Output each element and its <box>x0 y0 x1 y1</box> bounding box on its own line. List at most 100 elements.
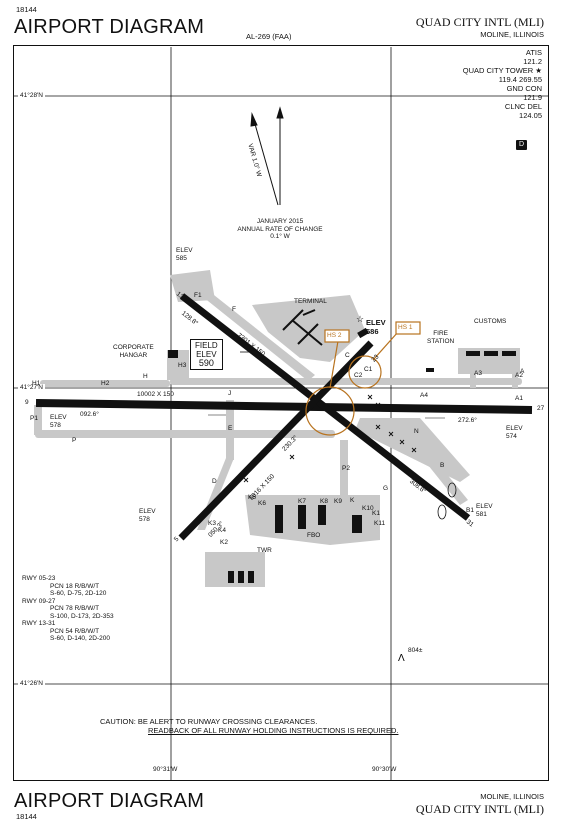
hot-spot-1-circle <box>348 355 382 389</box>
page-title-bottom: AIRPORT DIAGRAM <box>14 790 205 812</box>
diagram-frame <box>13 45 549 781</box>
taxiway-label-d: D <box>212 478 217 485</box>
runway-9-heading: 092.6° <box>80 411 99 418</box>
field-elevation-box: FIELD ELEV 590 <box>190 339 223 370</box>
runways <box>35 293 533 541</box>
terminal-label: TERMINAL <box>294 298 327 305</box>
customs-label: CUSTOMS <box>474 318 507 325</box>
elev-value: 585 <box>176 254 187 262</box>
elev-value: 574 <box>506 432 517 440</box>
field-elev-value: 590 <box>198 358 214 368</box>
taxiway-label-a4: A4 <box>420 392 428 399</box>
lat-label-top: 41°28′N <box>18 92 45 100</box>
lat-label-bottom: 41°26′N <box>18 680 45 688</box>
taxiway-label-k4: K4 <box>218 527 226 534</box>
lon-label-right: 90°30′W <box>372 766 397 773</box>
taxiway-label-e: E <box>228 425 233 432</box>
taxiway-label-h2: H2 <box>101 380 110 387</box>
elev-value: 581 <box>476 510 487 518</box>
taxiway-label-b1: B1 <box>466 507 474 514</box>
taxiway-label-f: F <box>232 306 236 313</box>
tower-label: TWR <box>257 547 272 554</box>
frequency-badge: D <box>516 140 527 150</box>
page-title-top: AIRPORT DIAGRAM <box>14 16 205 38</box>
doc-number-top: 18144 <box>16 5 37 14</box>
buildings <box>168 327 516 583</box>
elev-label: ELEV <box>50 414 67 421</box>
freq-atis-label: ATIS <box>525 48 542 57</box>
taxiway-label-k11: K11 <box>374 520 386 527</box>
rwy-13-31-id: RWY 13-31 <box>22 620 56 627</box>
rwy-13-31-pcn: PCN 54 R/B/W/T <box>50 627 100 635</box>
taxiway-label-a2: A2 <box>515 372 523 379</box>
lat-lon-grid <box>14 47 548 780</box>
procedure-id: AL-269 (FAA) <box>246 32 292 41</box>
taxiway-label-c: C <box>345 352 350 359</box>
runway-27-number: 27 <box>537 405 545 412</box>
taxiway-label-j: J <box>228 390 232 397</box>
taxiway-label-k: K <box>350 497 355 504</box>
location-bottom: MOLINE, ILLINOIS <box>480 792 544 801</box>
elev-value: 578 <box>50 421 61 429</box>
rwy-05-23-pcn: PCN 18 R/B/W/T <box>50 582 100 590</box>
variation-note-rate-label: ANNUAL RATE OF CHANGE <box>237 225 323 233</box>
hot-spot-markers <box>305 321 421 436</box>
frequency-block: ATIS 121.2 QUAD CITY TOWER ★ 119.4 269.5… <box>402 48 542 120</box>
freq-tower-label: QUAD CITY TOWER ★ <box>462 66 542 75</box>
taxiway-label-h3: H3 <box>178 362 187 369</box>
rwy-09-27-pcn: PCN 78 R/B/W/T <box>50 605 100 612</box>
elev-label: ELEV <box>366 318 386 327</box>
caution-note: CAUTION: BE ALERT TO RUNWAY CROSSING CLE… <box>100 717 460 735</box>
obstacle-label: 804± <box>408 647 422 655</box>
taxiway-label-p1: P1 <box>30 415 38 422</box>
rwy-13-31-wt: S-60, D-140, 2D-200 <box>50 635 110 642</box>
elev-value: 586 <box>366 327 379 336</box>
lat-label-mid: 41°27′N <box>18 384 45 392</box>
hot-spot-2-box <box>324 329 350 343</box>
corporate-hangar-label-2: HANGAR <box>119 351 148 359</box>
obstacle-marker: Λ <box>398 653 405 664</box>
fire-station-label-1: FIRE <box>433 330 448 337</box>
runway-9-27 <box>35 399 533 414</box>
variation-note: JANUARY 2015 ANNUAL RATE OF CHANGE 0.1° … <box>215 218 345 241</box>
taxiway-label-k7: K7 <box>298 498 306 505</box>
taxiway-label-k9: K9 <box>334 498 342 505</box>
taxiway-label-a3: A3 <box>474 370 482 377</box>
rwy-05-23-wt: S-60, D-75, 2D-120 <box>50 590 107 597</box>
airport-name-bottom: QUAD CITY INTL (MLI) <box>415 802 544 816</box>
freq-clnc-label: CLNC DEL <box>504 102 542 111</box>
hot-spot-2-label: HS 2 <box>327 332 342 339</box>
taxiway-label-a1: A1 <box>515 395 523 402</box>
caution-line-2: READBACK OF ALL RUNWAY HOLDING INSTRUCTI… <box>148 726 399 735</box>
arp-star: ☆ <box>356 314 364 324</box>
elev-label: ELEV <box>506 425 523 432</box>
taxiway-label-k2: K2 <box>220 539 228 546</box>
runway-data-table: RWY 05-23 PCN 18 R/B/W/T S-60, D-75, 2D-… <box>22 575 182 643</box>
rwy-05-23-id: RWY 05-23 <box>22 575 56 582</box>
runway-9-27-dims: 10002 X 150 <box>137 391 174 398</box>
rwy-09-27-wt: S-100, D-173, 2D-353 <box>50 612 114 620</box>
taxiway-label-k3: K3 <box>208 520 216 527</box>
doc-number-bottom: 18144 <box>16 812 37 821</box>
field-elev-label-1: FIELD <box>195 341 218 350</box>
corporate-hangar-label-1: CORPORATE <box>113 344 154 351</box>
taxiway-label-k1: K1 <box>372 510 380 517</box>
location-top: MOLINE, ILLINOIS <box>480 30 544 39</box>
pavement <box>34 270 522 587</box>
corporate-hangar-bldg <box>168 350 178 358</box>
taxiway-label-c1: C1 <box>364 366 373 373</box>
terminal-piers <box>282 309 323 346</box>
variation-note-date: JANUARY 2015 <box>256 218 304 225</box>
elev-label: ELEV <box>176 247 193 254</box>
taxiway-label-k8: K8 <box>320 498 328 505</box>
taxiway-label-p: P <box>72 437 77 444</box>
taxiway-label-k5: K5 <box>248 494 256 501</box>
